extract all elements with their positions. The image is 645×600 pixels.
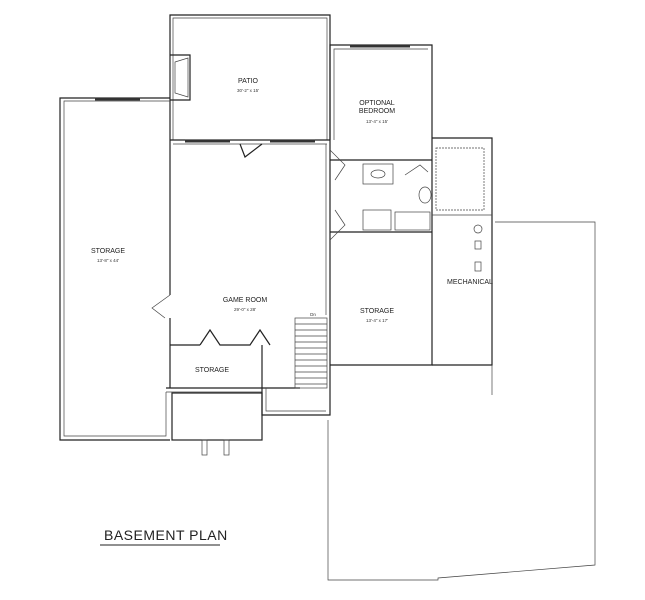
- room-label-patio: PATIO: [238, 78, 259, 85]
- room-label-storage-right: STORAGE: [360, 308, 394, 315]
- room-dims-storage-left: 13'-8" x 44': [97, 258, 119, 263]
- room-dims-storage-right: 13'-4" x 17': [366, 318, 388, 323]
- garage-outline: [327, 221, 596, 581]
- room-label-game-room: GAME ROOM: [223, 297, 268, 304]
- room-label-mechanical: MECHANICAL: [447, 279, 493, 286]
- room-dims-patio: 30'-2" x 15': [237, 88, 259, 93]
- room-label-storage-left: STORAGE: [91, 248, 125, 255]
- lower-storage-walls: [166, 328, 300, 456]
- room-label-bedroom: BEDROOM: [359, 108, 395, 115]
- left-storage-walls: [59, 97, 170, 441]
- game-room-walls: [151, 139, 331, 365]
- room-dims-game-room: 29'-0" x 28': [234, 307, 256, 312]
- plan-title: BASEMENT PLAN: [104, 527, 228, 543]
- stairs: Dn: [261, 312, 331, 416]
- stair-direction-label: Dn: [310, 312, 316, 317]
- mechanical-walls: [432, 137, 493, 366]
- right-wing-walls: [329, 44, 433, 366]
- room-dims-bedroom: 13'-4" x 15': [366, 119, 388, 124]
- room-label-storage-lower: STORAGE: [195, 367, 229, 374]
- room-label-optional: OPTIONAL: [359, 100, 395, 107]
